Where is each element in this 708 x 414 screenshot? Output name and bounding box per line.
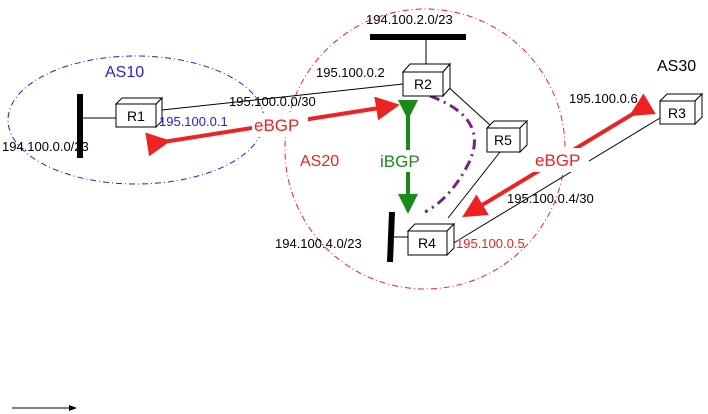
network-label-r1: 194.100.0.0/23 (2, 139, 89, 154)
ibgp-label: iBGP (380, 152, 420, 171)
router-r2-label: R2 (414, 76, 432, 92)
router-r2[interactable]: R2 (401, 62, 452, 98)
router-r5[interactable]: R5 (485, 119, 529, 154)
router-r4[interactable]: R4 (406, 222, 456, 257)
router-r5-label: R5 (494, 132, 512, 148)
network-label-r4: 194.100.4.0/23 (275, 236, 362, 251)
router-r3[interactable]: R3 (658, 92, 704, 126)
link-r3-r4 (451, 117, 661, 245)
ebgp-label-left: eBGP (254, 116, 299, 135)
ip-label-r2: 195.100.0.2 (316, 65, 385, 80)
link-label-r3-r4-subnet: 195.100.0.4/30 (507, 191, 594, 206)
ebgp-label-right: eBGP (535, 151, 580, 170)
router-r1-label: R1 (127, 108, 145, 124)
network-bar-r4 (387, 211, 395, 263)
link-label-r1-r2-subnet: 195.100.0.0/30 (229, 94, 316, 109)
network-label-r2: 194.100.2.0/23 (366, 12, 453, 27)
ip-label-r1: 195.100.0.1 (159, 114, 228, 129)
router-r1[interactable]: R1 (114, 96, 164, 129)
router-r4-label: R4 (418, 235, 436, 251)
ip-label-r3: 195.100.0.6 (569, 91, 638, 106)
as10-label: AS10 (105, 64, 144, 81)
ip-label-r4: 195.100.0.5 (456, 236, 525, 251)
as20-label: AS20 (300, 153, 339, 170)
as30-label: AS30 (657, 58, 696, 75)
router-r3-label: R3 (668, 105, 686, 121)
